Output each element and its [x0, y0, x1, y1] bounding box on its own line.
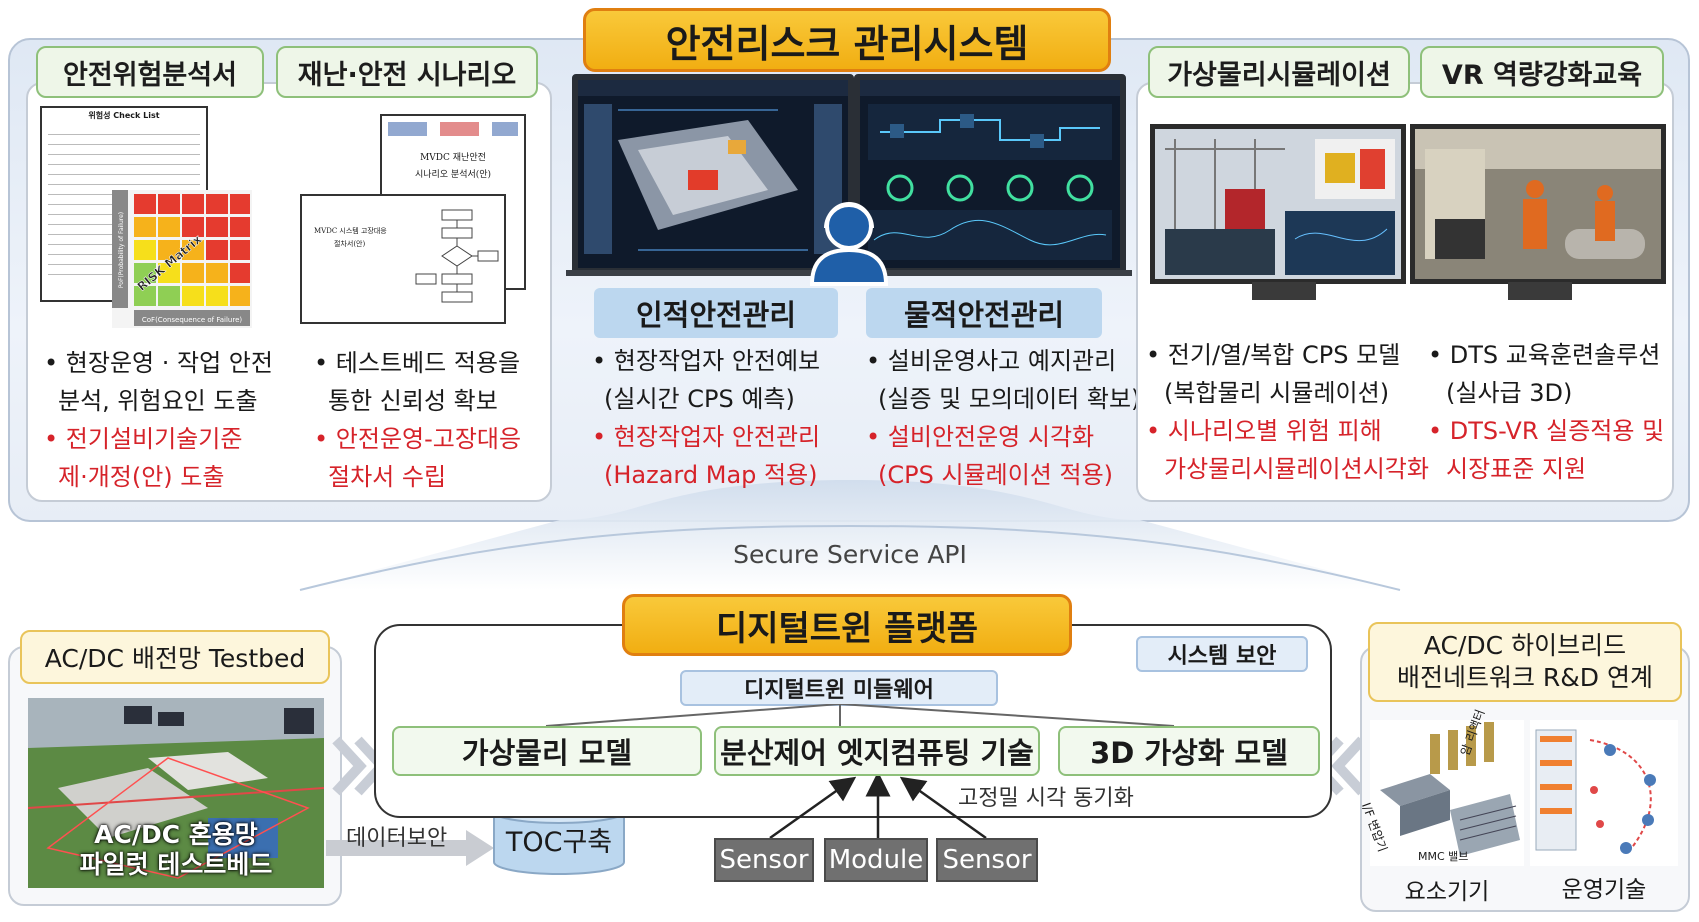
col1-bullet1-line1: • 현장운영 · 작업 안전	[44, 349, 273, 377]
secure-service-api-label: Secure Service API	[733, 540, 967, 569]
testbed-aerial-graphic	[28, 698, 324, 888]
sensor-box-2: Sensor	[936, 838, 1038, 882]
monitor-stand-sim	[1252, 282, 1316, 300]
scada-graphic	[860, 80, 1120, 260]
r1-bullet1-line2: (복합물리 시뮬레이션)	[1164, 379, 1390, 407]
operation-tech-image	[1530, 720, 1678, 866]
testbed-caption-line2: 파일럿 테스트베드	[79, 850, 273, 879]
tag-vr-training: VR 역량강화교육	[1420, 46, 1664, 98]
module-box: Module	[824, 838, 928, 882]
col1-bullet2-line1: • 전기설비기술기준	[44, 425, 243, 453]
tag-risk-analysis: 안전위험분석서	[36, 46, 264, 98]
3d-virtualization-model: 3D 가상화 모델	[1058, 726, 1320, 776]
checklist-title: 위험성 Check List	[88, 111, 160, 120]
safety-risk-title: 안전리스크 관리시스템	[583, 8, 1111, 72]
api-cloud-connector	[299, 480, 1401, 591]
col1-bullet1-line2: 분석, 위험요인 도출	[58, 387, 258, 415]
data-security-arrow	[326, 830, 494, 866]
mmc-valve-label: MMC 밸브	[1418, 850, 1469, 863]
r2-bullet2-line2: 시장표준 지원	[1446, 455, 1587, 483]
r1-bullet2-line2: 가상물리시뮬레이션시각화	[1164, 455, 1429, 483]
element-equipment-caption: 요소기기	[1404, 879, 1490, 905]
risk-matrix-x-axis: CoF(Consequence of Failure)	[142, 316, 242, 324]
tag-disaster-scenario: 재난·안전 시나리오	[276, 46, 538, 98]
operation-tech-caption: 운영기술	[1561, 877, 1647, 903]
left-col1-bullets: • 현장운영 · 작업 안전 분석, 위험요인 도출 • 전기설비기술기준 제·…	[44, 344, 284, 496]
toc-label: TOC구축	[505, 827, 613, 858]
tag-physical-safety: 물적안전관리	[866, 288, 1102, 338]
center-col1-bullets: • 현장작업자 안전예보 (실시간 CPS 예측) • 현장작업자 안전관리 (…	[592, 342, 852, 494]
scenario-doc-line1: MVDC 재난안전	[420, 153, 486, 163]
left-col2-bullets: • 테스트베드 적용을 통한 신뢰성 확보 • 안전운영-고장대응 절차서 수립	[314, 344, 544, 496]
c2-bullet2-line2: (CPS 시뮬레이션 적용)	[878, 461, 1114, 489]
tag-virtual-physics-sim: 가상물리시뮬레이션	[1148, 46, 1410, 98]
col2-bullet2-line2: 절차서 수립	[328, 463, 447, 491]
c1-bullet1-line1: • 현장작업자 안전예보	[592, 347, 821, 375]
c1-bullet2-line1: • 현장작업자 안전관리	[592, 423, 821, 451]
system-security-tag: 시스템 보안	[1136, 636, 1308, 672]
col2-bullet2-line1: • 안전운영-고장대응	[314, 425, 522, 453]
simulation-graphic	[1155, 129, 1401, 279]
risk-matrix-graphic: RISK Matrix CoF(Consequence of Failure) …	[112, 190, 252, 328]
r1-bullet2-line1: • 시나리오별 위험 피해	[1146, 417, 1382, 445]
right-col2-bullets: • DTS 교육훈련솔루션 (실사급 3D) • DTS-VR 실증적용 및 시…	[1428, 336, 1678, 488]
tag-human-safety: 인적안전관리	[594, 288, 838, 338]
procedure-doc-line1: MVDC 시스템 고장대응	[314, 227, 387, 235]
equipment-graphic	[1380, 722, 1520, 856]
virtual-physics-model: 가상물리 모델	[392, 726, 702, 776]
monitor-vr	[1410, 124, 1666, 284]
element-equipment-image	[1370, 720, 1524, 866]
platform-title: 디지털트윈 플랫폼	[622, 594, 1072, 656]
factory-floor-graphic	[578, 80, 848, 254]
testbed-title: AC/DC 배전망 Testbed	[20, 630, 330, 684]
operation-flow-graphic	[1535, 729, 1656, 854]
sensor-box-1: Sensor	[714, 838, 814, 882]
flowchart-graphic	[415, 209, 499, 303]
procedure-document: MVDC 시스템 고장대응 절차서(안)	[300, 194, 506, 324]
monitor-left-dashboard	[572, 74, 854, 274]
operator-icon	[809, 202, 889, 286]
middleware-tag: 디지털트윈 미들웨어	[680, 670, 998, 706]
r2-bullet1-line1: • DTS 교육훈련솔루션	[1428, 341, 1661, 369]
r2-bullet1-line2: (실사급 3D)	[1446, 379, 1573, 407]
risk-matrix-y-axis: PoF(Probability of Failure)	[118, 212, 125, 288]
c1-bullet2-line2: (Hazard Map 적용)	[604, 461, 818, 489]
sensor-arrows	[769, 776, 987, 840]
testbed-caption-line1: AC/DC 혼용망	[94, 820, 258, 849]
c2-bullet1-line2: (실증 및 모의데이터 확보)	[878, 385, 1141, 413]
scenario-doc-line2: 시나리오 분석서(안)	[414, 170, 492, 180]
data-security-label: 데이터보안	[346, 826, 448, 851]
testbed-photo	[28, 698, 324, 888]
monitor-simulation	[1150, 124, 1406, 284]
col2-bullet1-line1: • 테스트베드 적용을	[314, 349, 521, 377]
r2-bullet2-line1: • DTS-VR 실증적용 및	[1428, 417, 1665, 445]
monitor-right-dashboard	[854, 74, 1126, 274]
c2-bullet1-line1: • 설비운영사고 예지관리	[866, 347, 1117, 375]
r1-bullet1-line1: • 전기/열/복합 CPS 모델	[1146, 341, 1401, 369]
middleware-connector-lines	[545, 704, 1175, 727]
c2-bullet2-line1: • 설비안전운영 시각화	[866, 423, 1095, 451]
monitor-stand-vr	[1508, 282, 1572, 300]
c1-bullet1-line2: (실시간 CPS 예측)	[604, 385, 795, 413]
hybrid-title-line2: 배전네트워크 R&D 연계	[1396, 663, 1653, 692]
procedure-doc-line2: 절차서(안)	[334, 240, 366, 248]
hybrid-title-line1: AC/DC 하이브리드	[1423, 631, 1627, 660]
edge-computing-model: 분산제어 엣지컴퓨팅 기술	[714, 726, 1040, 776]
center-col2-bullets: • 설비운영사고 예지관리 (실증 및 모의데이터 확보) • 설비안전운영 시…	[866, 342, 1141, 494]
hybrid-title: AC/DC 하이브리드 배전네트워크 R&D 연계	[1368, 622, 1682, 702]
time-sync-label: 고정밀 시각 동기화	[958, 786, 1134, 811]
col2-bullet1-line2: 통한 신뢰성 확보	[328, 387, 498, 415]
testbed-photo-caption: AC/DC 혼용망 파일럿 테스트베드	[28, 820, 324, 880]
right-col1-bullets: • 전기/열/복합 CPS 모델 (복합물리 시뮬레이션) • 시나리오별 위험…	[1146, 336, 1429, 488]
vr-training-graphic	[1415, 129, 1661, 279]
col1-bullet2-line2: 제·개정(안) 도출	[58, 463, 225, 491]
